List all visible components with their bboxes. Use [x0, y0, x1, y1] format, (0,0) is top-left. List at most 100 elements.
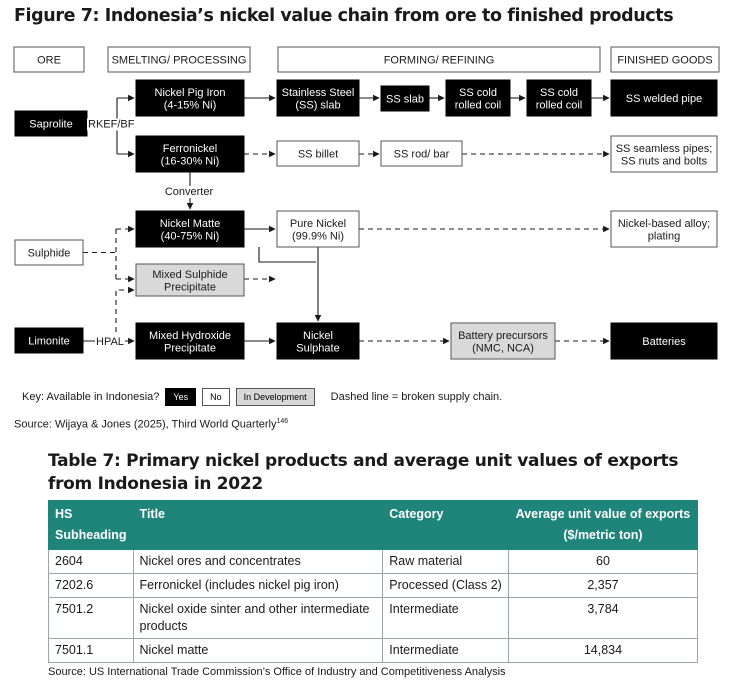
cell-category: Processed (Class 2) — [382, 573, 509, 598]
node-label: Nickel — [303, 330, 333, 342]
column-header-label: FINISHED GOODS — [617, 55, 712, 67]
node-label: Batteries — [642, 336, 686, 348]
cell-title: Nickel ores and concentrates — [132, 549, 384, 574]
node-label: Sulphate — [296, 342, 339, 354]
figure-source: Source: Wijaya & Jones (2025), Third Wor… — [14, 418, 288, 431]
node-sulphide: Sulphide — [14, 239, 84, 266]
table-source: Source: US International Trade Commissio… — [48, 666, 506, 678]
node-label: (SS) slab — [295, 99, 340, 111]
node-label: Sulphide — [28, 248, 71, 260]
column-header-label: SMELTING/ PROCESSING — [112, 55, 247, 67]
cell-value: 14,834 — [507, 638, 699, 663]
column-header-label: FORMING/ REFINING — [384, 55, 495, 67]
node-label: Precipitate — [164, 281, 216, 293]
cell-title: Nickel oxide sinter and other intermedia… — [132, 597, 384, 639]
dashed-line-note: Dashed line = broken supply chain. — [330, 391, 503, 403]
column-header-label: ORE — [37, 55, 61, 67]
node-label: Nickel-based alloy; — [618, 218, 710, 230]
node-label: Mixed Sulphide — [152, 269, 227, 281]
figure-source-text: Source: Wijaya & Jones (2025), Third Wor… — [14, 418, 277, 431]
header-title: Title — [132, 500, 384, 550]
node-label: Precipitate — [164, 342, 216, 354]
node-slab: SS slab — [380, 85, 430, 112]
node-ferronickel: Ferronickel(16-30% Ni) — [135, 135, 245, 173]
node-label: rolled coil — [536, 99, 582, 111]
cell-hs: 2604 — [48, 549, 134, 574]
node-battery-prec: Battery precursors(NMC, NCA) — [450, 322, 556, 360]
table-row: 7501.2 Nickel oxide sinter and other int… — [48, 597, 699, 639]
figure-source-ref: 146 — [276, 418, 289, 425]
column-header: ORE — [13, 46, 85, 73]
cell-hs: 7501.1 — [48, 638, 134, 663]
table-title: Table 7: Primary nickel products and ave… — [48, 451, 679, 494]
node-label: Mixed Hydroxide — [149, 330, 231, 342]
cell-category: Intermediate — [382, 638, 509, 663]
node-label: (40-75% Ni) — [161, 230, 220, 242]
node-label: Pure Nickel — [290, 218, 346, 230]
edge-label-rkef: RKEF/BF — [88, 119, 135, 131]
node-saprolite: Saprolite — [14, 110, 88, 137]
node-pure: Pure Nickel(99.9% Ni) — [276, 210, 360, 248]
node-label: rolled coil — [455, 99, 501, 111]
node-label: Limonite — [28, 336, 70, 348]
node-label: plating — [648, 230, 680, 242]
key-dev-swatch: In Development — [235, 388, 315, 406]
cell-hs: 7202.6 — [48, 573, 134, 598]
cell-title: Ferronickel (includes nickel pig iron) — [132, 573, 384, 598]
header-unit-value: Average unit value of exports ($/metric … — [507, 500, 699, 550]
node-label: Nickel Matte — [160, 218, 221, 230]
node-label: Stainless Steel — [282, 87, 355, 99]
header-category: Category — [382, 500, 509, 550]
table-row: 7202.6 Ferronickel (includes nickel pig … — [48, 573, 699, 598]
key-no-swatch: No — [202, 388, 230, 406]
broken-flow-arrow — [115, 286, 135, 341]
node-rod: SS rod/ bar — [380, 140, 463, 167]
figure-title: Figure 7: Indonesia’s nickel value chain… — [14, 6, 674, 26]
edge-label-background — [95, 336, 125, 348]
node-label: SS nuts and bolts — [621, 155, 708, 167]
node-label: SS cold — [540, 87, 578, 99]
edge-label-background — [163, 186, 215, 198]
legend-key: Key: Available in Indonesia? Yes No In D… — [22, 388, 502, 406]
node-label: SS billet — [298, 149, 338, 161]
flow-arrow — [258, 247, 316, 263]
node-npi: Nickel Pig Iron(4-15% Ni) — [135, 79, 245, 117]
node-label: (NMC, NCA) — [472, 342, 534, 354]
edge-label-background — [87, 118, 136, 131]
node-label: SS cold — [459, 87, 497, 99]
node-welded: SS welded pipe — [610, 79, 718, 117]
node-label: SS seamless pipes; — [616, 143, 713, 155]
node-label: SS welded pipe — [626, 93, 702, 105]
node-matte: Nickel Matte(40-75% Ni) — [135, 210, 245, 248]
cell-value: 60 — [507, 549, 699, 574]
node-billet: SS billet — [276, 140, 360, 167]
cell-hs: 7501.2 — [48, 597, 134, 639]
cell-category: Raw material — [382, 549, 509, 574]
node-label: Ferronickel — [163, 143, 217, 155]
exports-table: HS Subheading Title Category Average uni… — [48, 500, 699, 663]
node-batteries: Batteries — [610, 322, 718, 360]
cell-title: Nickel matte — [132, 638, 384, 663]
edge-label-hpal: HPAL — [96, 336, 124, 348]
table-row: 7501.1 Nickel matte Intermediate 14,834 — [48, 638, 699, 663]
node-seamless: SS seamless pipes;SS nuts and bolts — [610, 135, 718, 173]
node-alloy: Nickel-based alloy;plating — [610, 210, 718, 248]
node-label: Nickel Pig Iron — [155, 87, 226, 99]
column-header: FORMING/ REFINING — [277, 46, 601, 73]
node-label: (16-30% Ni) — [161, 155, 220, 167]
node-label: SS slab — [386, 94, 424, 106]
column-header: SMELTING/ PROCESSING — [107, 46, 251, 73]
edge-label-converter: Converter — [165, 186, 214, 198]
key-yes-swatch: Yes — [165, 388, 197, 406]
cell-value: 2,357 — [507, 573, 699, 598]
table-header-row: HS Subheading Title Category Average uni… — [48, 500, 699, 550]
node-label: Saprolite — [29, 119, 72, 131]
node-label: SS rod/ bar — [394, 149, 450, 161]
value-chain-diagram: ORE SMELTING/ PROCESSING FORMING/ REFINING… — [13, 46, 720, 360]
cell-value: 3,784 — [507, 597, 699, 639]
column-header: FINISHED GOODS — [610, 46, 720, 73]
